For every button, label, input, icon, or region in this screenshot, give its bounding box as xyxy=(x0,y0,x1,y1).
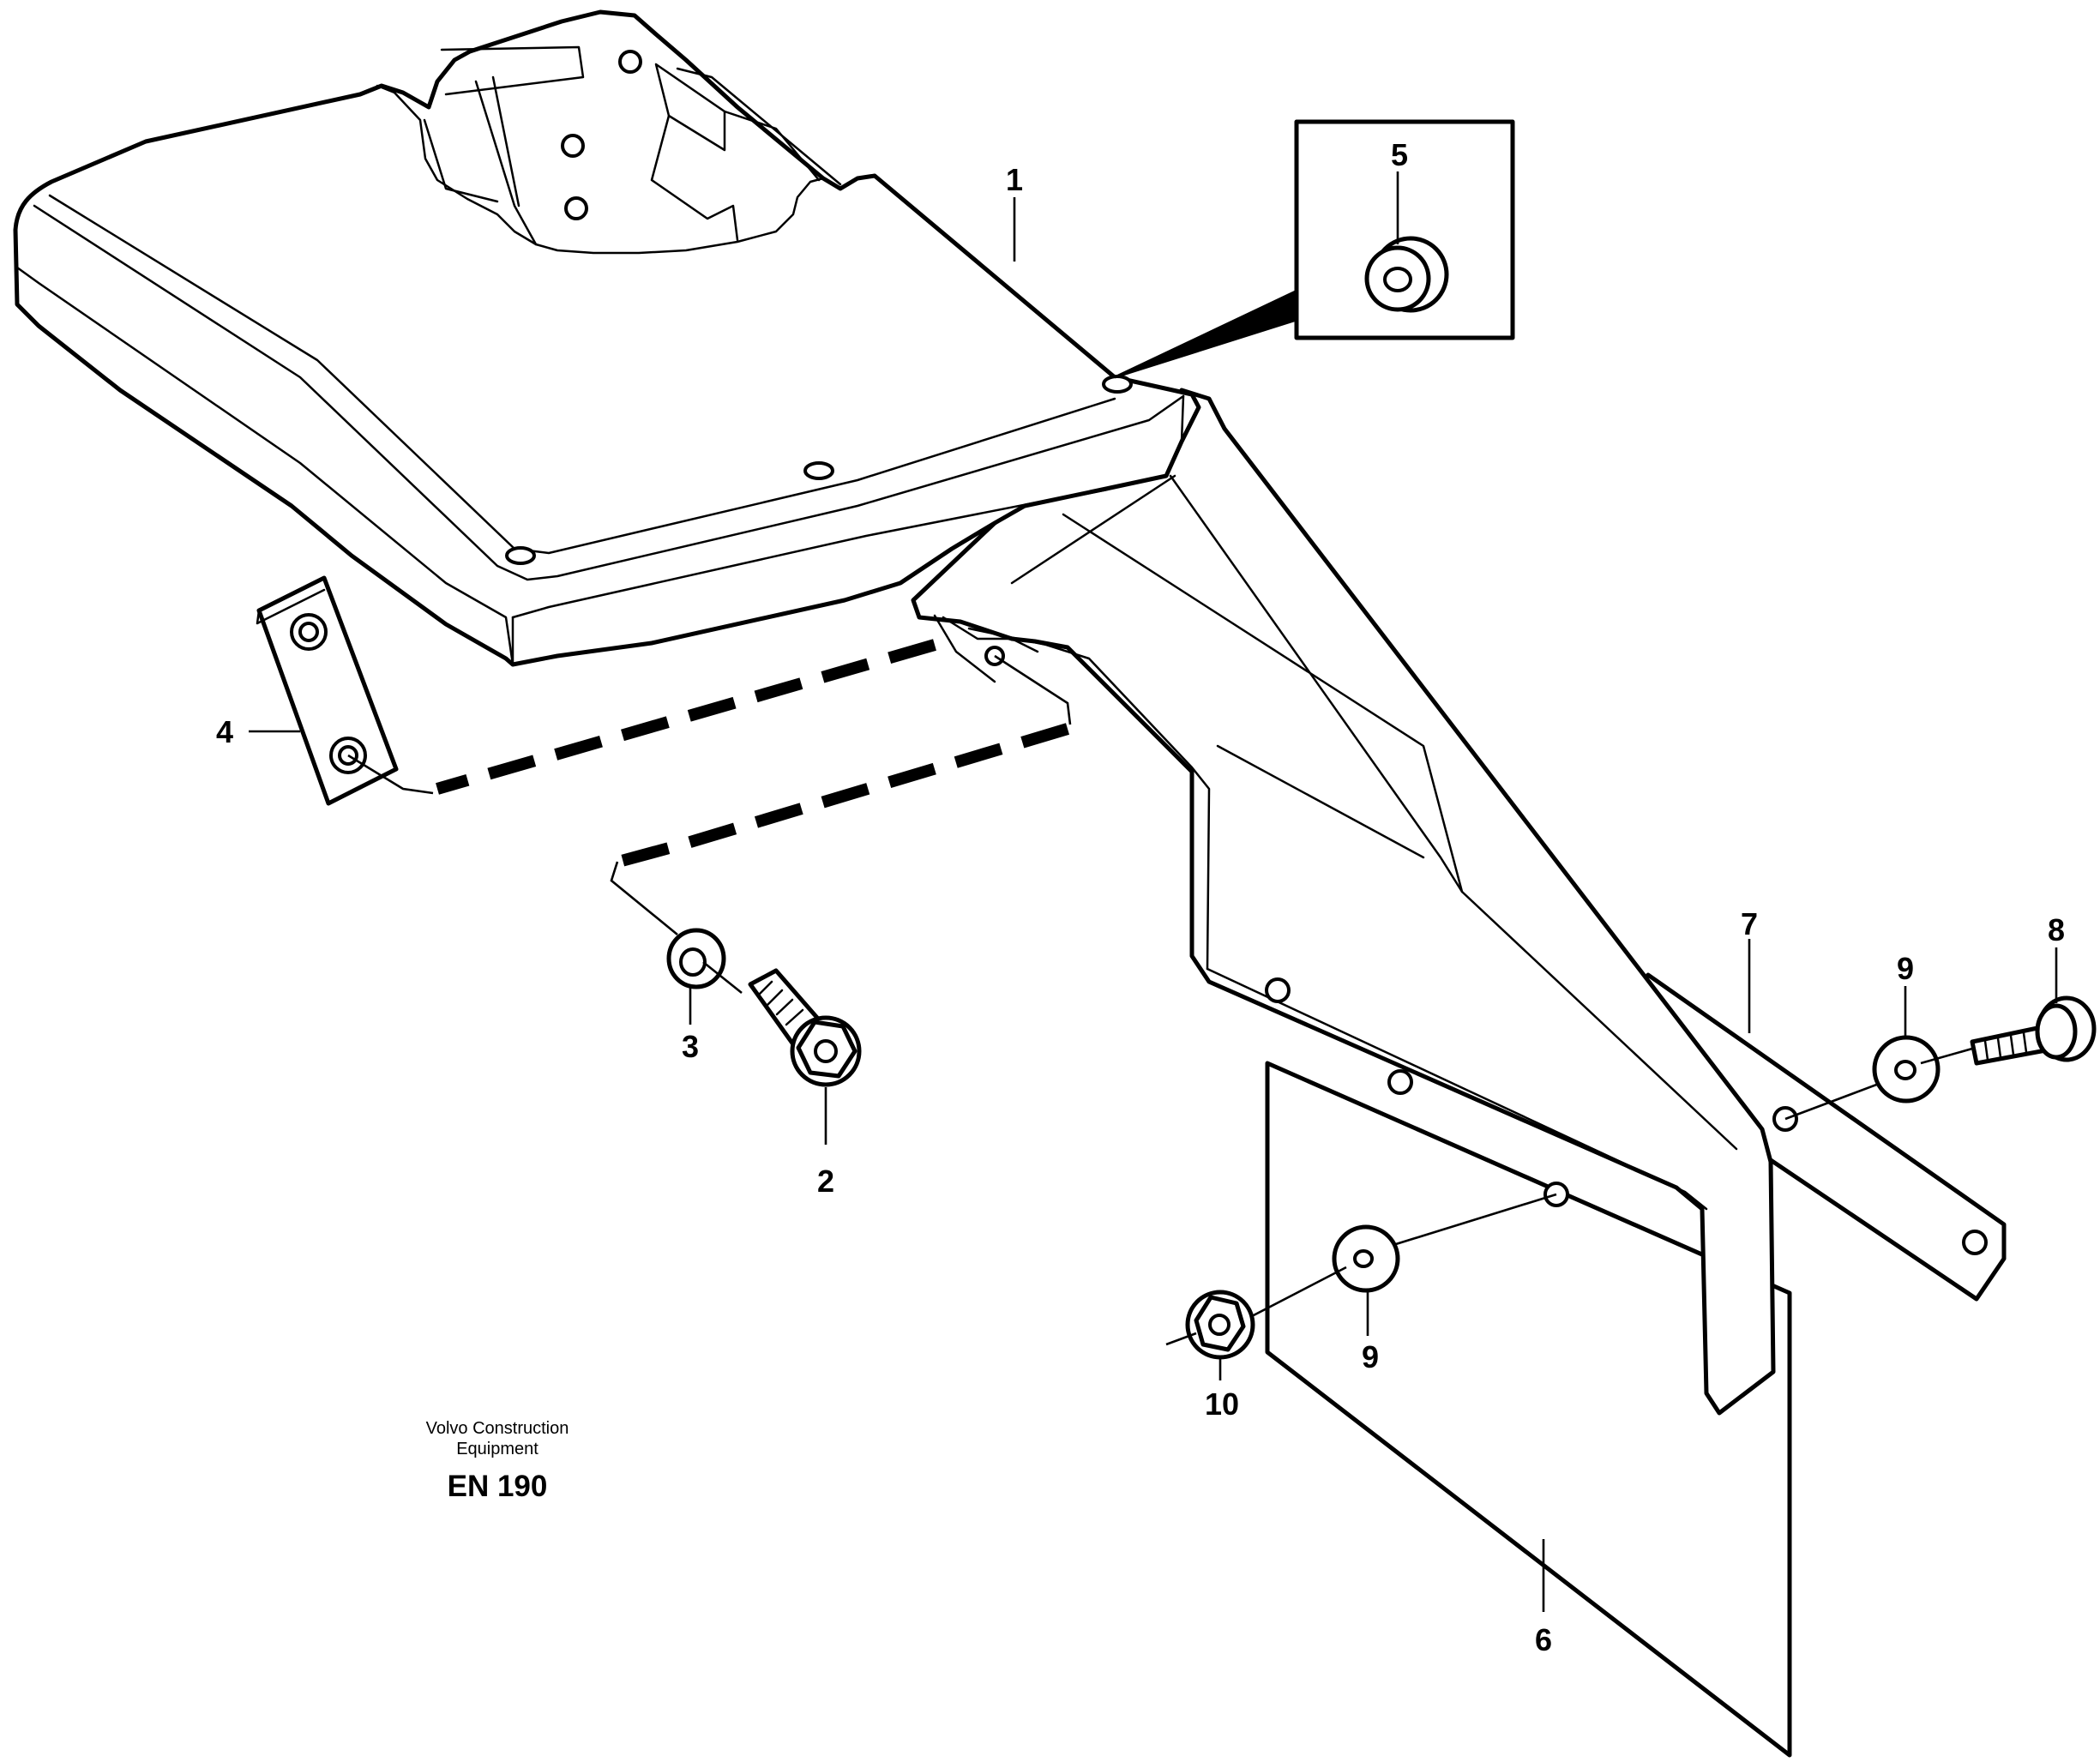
callout-7: 7 xyxy=(1741,906,1758,941)
lower-hardware xyxy=(1165,1193,1557,1360)
callout-2: 2 xyxy=(817,1164,834,1199)
callout-9-lower: 9 xyxy=(1362,1339,1379,1374)
right-hardware xyxy=(1784,995,2097,1121)
credit-line-1: Volvo Construction xyxy=(426,1419,569,1438)
callout-labels: 1 5 4 3 2 7 8 9 9 10 6 xyxy=(216,137,2065,1657)
callout-6: 6 xyxy=(1535,1622,1552,1657)
assembly-paths xyxy=(347,639,1072,936)
credit-line-2: Equipment xyxy=(456,1440,539,1458)
part-1-bracket-arm xyxy=(911,388,1776,1416)
part-3-washer xyxy=(666,928,726,989)
figure-code: EN 190 xyxy=(448,1470,548,1503)
callout-leaders xyxy=(249,171,2058,1612)
credit-block: Volvo Construction Equipment EN 190 xyxy=(426,1419,569,1503)
callout-5: 5 xyxy=(1391,137,1408,172)
part-2-flange-bolt xyxy=(702,960,862,1087)
callout-10: 10 xyxy=(1205,1386,1239,1422)
callout-8: 8 xyxy=(2048,912,2065,947)
callout-4: 4 xyxy=(216,714,233,749)
callout-9-right: 9 xyxy=(1897,951,1914,986)
part-1-fender-top xyxy=(13,9,1201,667)
callout-3: 3 xyxy=(682,1029,699,1064)
part-5-detail-inset xyxy=(1114,119,1515,379)
callout-1: 1 xyxy=(1006,162,1023,197)
part-4-nut-plate xyxy=(256,575,399,806)
